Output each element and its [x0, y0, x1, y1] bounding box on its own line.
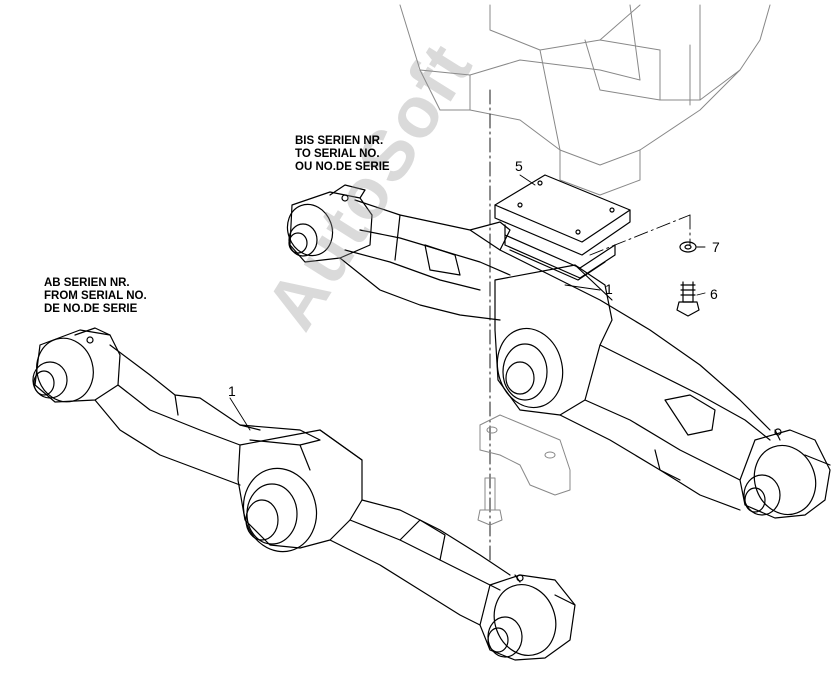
upper-serial-note: BIS SERIEN NR. TO SERIAL NO. OU NO.DE SE…: [295, 135, 390, 174]
lower-bracket: [477, 414, 571, 526]
callout-part-1-upper: 1: [605, 281, 613, 297]
mount-pad: [494, 174, 631, 281]
chassis-frame: [399, 4, 771, 196]
upper-note-line-1: BIS SERIEN NR.: [295, 135, 384, 147]
callout-part-1-lower: 1: [228, 383, 236, 399]
callout-part-6: 6: [710, 286, 718, 302]
lower-serial-note: AB SERIEN NR. FROM SERIAL NO. DE NO.DE S…: [44, 277, 147, 316]
lower-note-line-3: DE NO.DE SERIE: [44, 303, 138, 315]
washer: [679, 241, 697, 253]
bolt: [676, 281, 700, 317]
upper-note-line-3: OU NO.DE SERIE: [295, 161, 390, 173]
center-line: [489, 89, 691, 561]
callout-part-7: 7: [712, 239, 720, 255]
upper-note-line-2: TO SERIAL NO.: [295, 148, 380, 160]
leader-lines: [229, 174, 706, 431]
callout-part-5: 5: [515, 158, 523, 174]
lower-axle: [32, 327, 576, 661]
lower-note-line-1: AB SERIEN NR.: [44, 277, 130, 289]
lower-note-line-2: FROM SERIAL NO.: [44, 290, 147, 302]
